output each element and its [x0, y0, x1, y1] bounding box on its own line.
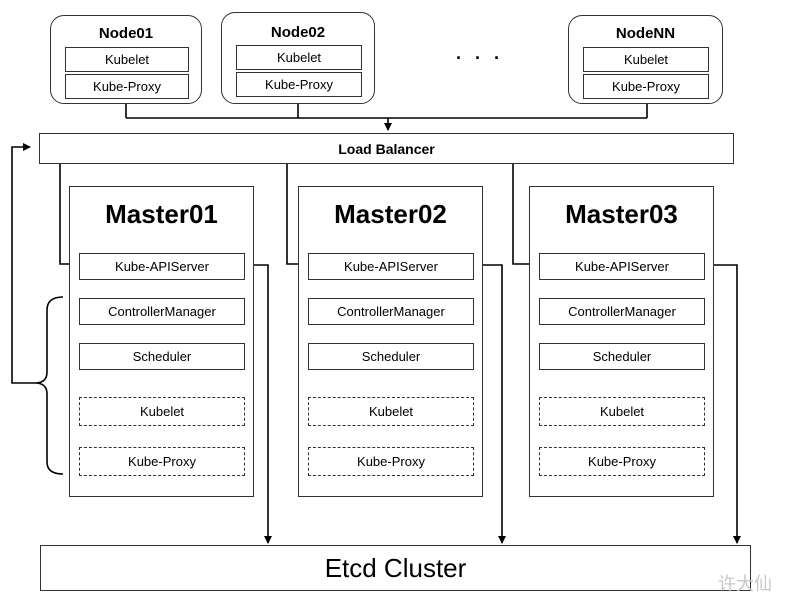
controller-manager-box: ControllerManager — [308, 298, 474, 325]
node-card-1: Node01 Kubelet Kube-Proxy — [50, 15, 202, 104]
kubelet-box: Kubelet — [583, 47, 709, 72]
kube-proxy-box: Kube-Proxy — [308, 447, 474, 476]
master-card-1: Master01 Kube-APIServer ControllerManage… — [69, 186, 254, 497]
brace-to-lb-arrow — [11, 143, 35, 384]
kubelet-box: Kubelet — [308, 397, 474, 426]
master-card-2: Master02 Kube-APIServer ControllerManage… — [298, 186, 483, 497]
component-brace — [34, 296, 64, 475]
controller-manager-box: ControllerManager — [79, 298, 245, 325]
scheduler-box: Scheduler — [79, 343, 245, 370]
load-balancer: Load Balancer — [39, 133, 734, 164]
kubelet-box: Kubelet — [236, 45, 362, 70]
kube-proxy-box: Kube-Proxy — [65, 74, 189, 99]
master03-api-to-etcd — [704, 264, 741, 544]
master-title: Master02 — [334, 199, 447, 229]
kube-proxy-box: Kube-Proxy — [539, 447, 705, 476]
node-title: NodeNN — [615, 25, 676, 42]
kube-proxy-box: Kube-Proxy — [236, 72, 362, 97]
kube-apiserver-box[interactable]: Kube-APIServer — [79, 253, 245, 280]
kubelet-box: Kubelet — [65, 47, 189, 72]
scheduler-box: Scheduler — [308, 343, 474, 370]
master02-api-to-etcd — [474, 264, 506, 544]
kube-proxy-box: Kube-Proxy — [79, 447, 245, 476]
ellipsis: · · · — [456, 48, 504, 68]
kube-proxy-box: Kube-Proxy — [583, 74, 709, 99]
scheduler-box: Scheduler — [539, 343, 705, 370]
kubelet-box: Kubelet — [79, 397, 245, 426]
master-title: Master03 — [565, 199, 678, 229]
kubelet-box: Kubelet — [539, 397, 705, 426]
node-title: Node02 — [270, 24, 326, 41]
kube-apiserver-box[interactable]: Kube-APIServer — [539, 253, 705, 280]
master-card-3: Master03 Kube-APIServer ControllerManage… — [529, 186, 714, 497]
node-title: Node01 — [98, 25, 154, 42]
node-card-n: NodeNN Kubelet Kube-Proxy — [568, 15, 723, 104]
master-title: Master01 — [105, 199, 218, 229]
controller-manager-box: ControllerManager — [539, 298, 705, 325]
etcd-cluster: Etcd Cluster — [40, 545, 751, 591]
kube-apiserver-box[interactable]: Kube-APIServer — [308, 253, 474, 280]
watermark: 许大仙 — [718, 574, 772, 594]
node-card-2: Node02 Kubelet Kube-Proxy — [221, 12, 375, 104]
